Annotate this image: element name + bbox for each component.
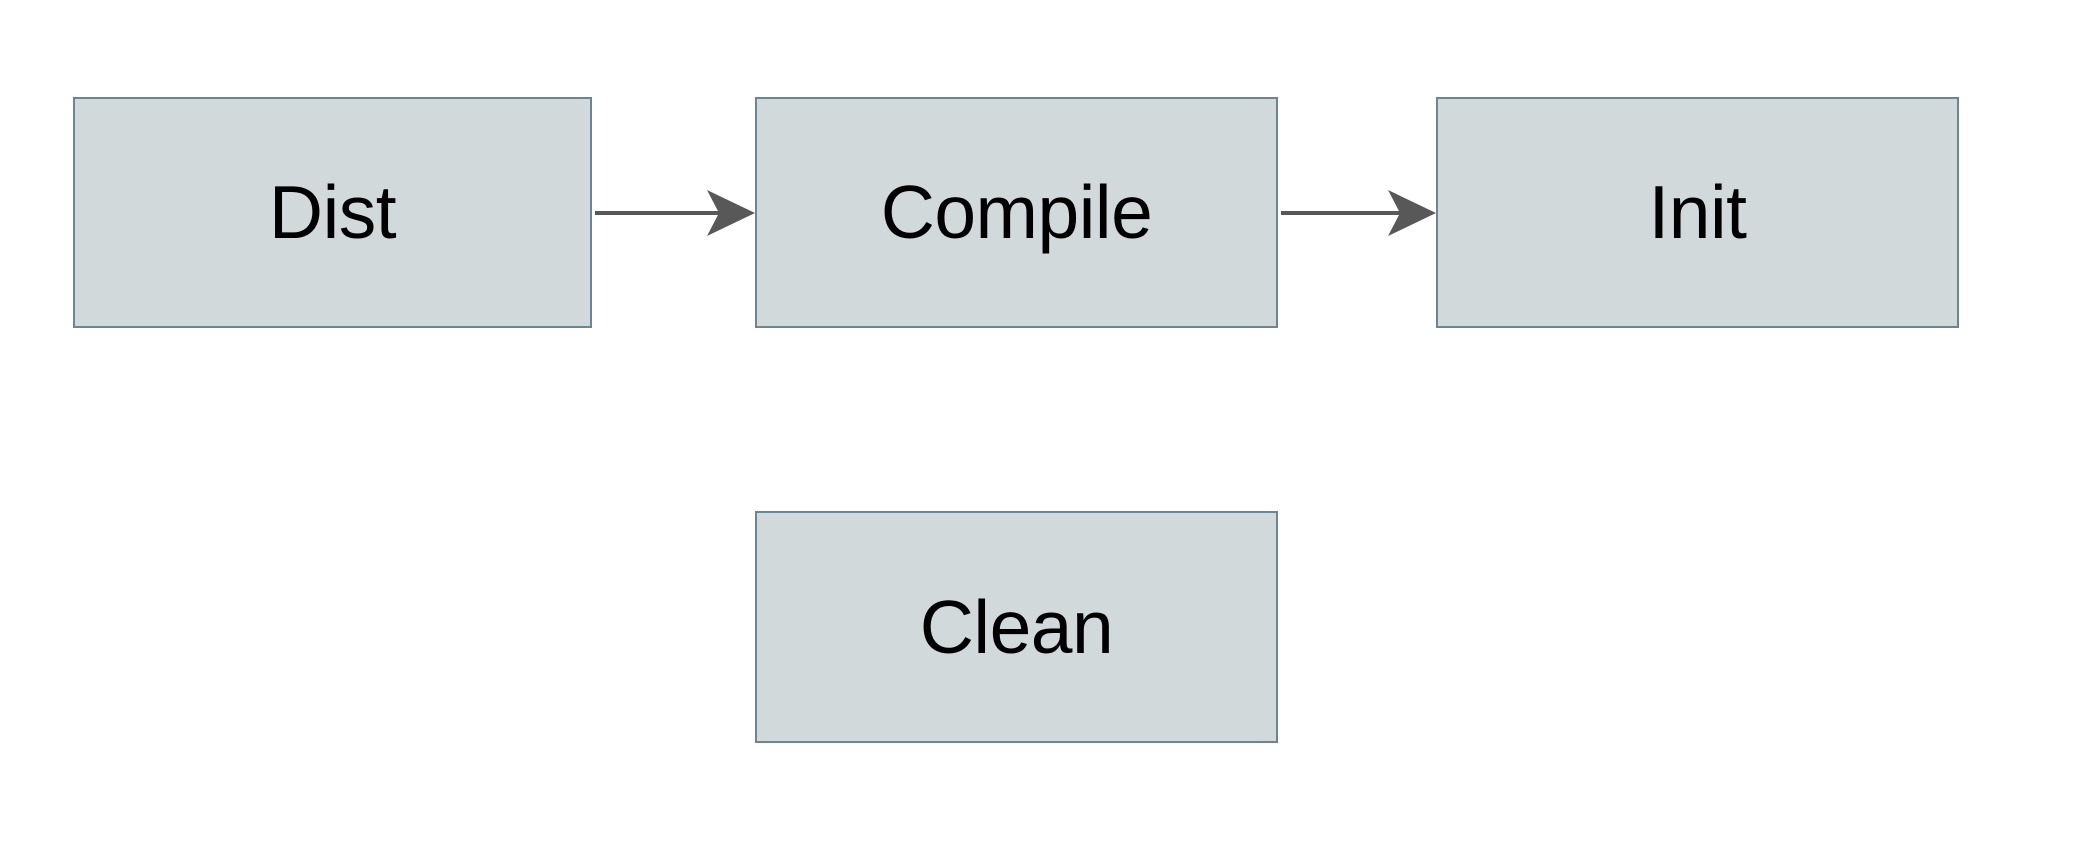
node-label: Init: [1648, 170, 1747, 254]
node-init[interactable]: Init: [1436, 97, 1959, 328]
node-dist[interactable]: Dist: [73, 97, 592, 328]
node-label: Compile: [880, 170, 1153, 254]
arrowhead-icon: [707, 190, 755, 236]
node-label: Clean: [919, 584, 1114, 669]
edge-dist-to-compile[interactable]: [595, 190, 755, 236]
node-clean[interactable]: Clean: [755, 511, 1278, 743]
arrowhead-icon: [1388, 190, 1436, 236]
node-label: Dist: [268, 170, 397, 254]
node-compile[interactable]: Compile: [755, 97, 1278, 328]
edge-compile-to-init[interactable]: [1281, 190, 1436, 236]
